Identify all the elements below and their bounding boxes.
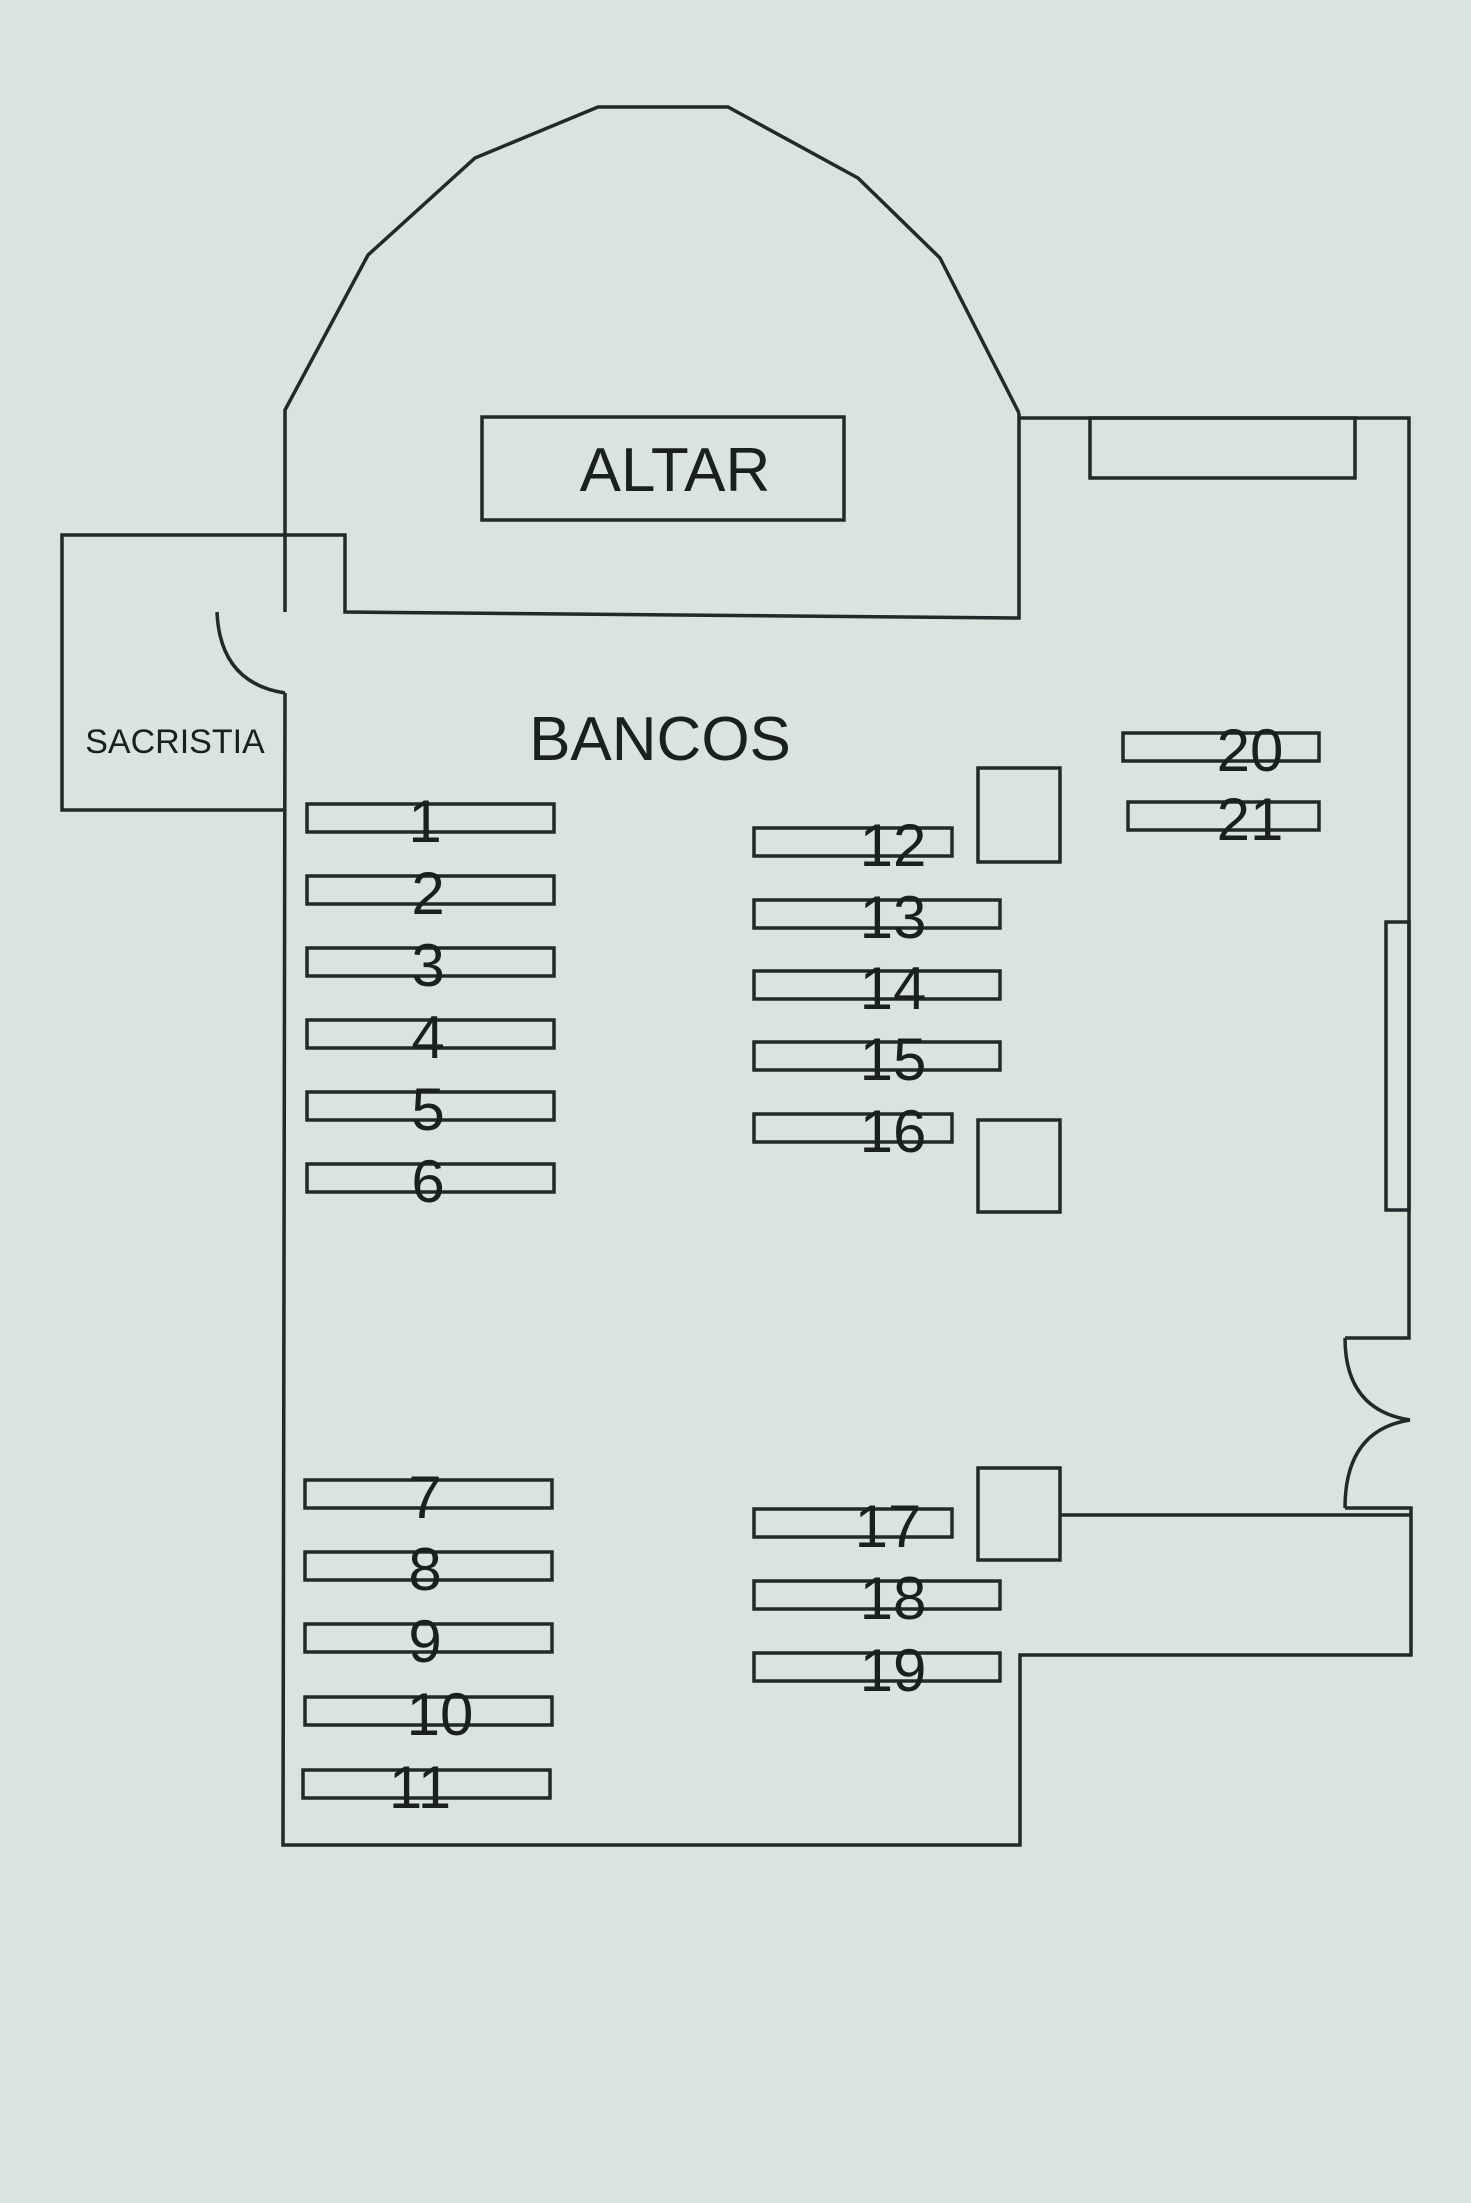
pew-11 — [301, 1768, 552, 1800]
pew-number-7: 7 — [408, 1464, 441, 1531]
pew-number-11: 11 — [389, 1754, 451, 1821]
pew-number-12: 12 — [860, 812, 927, 879]
pew-13 — [752, 898, 1002, 930]
east-window — [1384, 920, 1411, 1212]
pew-number-13: 13 — [860, 884, 927, 951]
east-door-arc-top — [1343, 1337, 1411, 1422]
sacristy-door-arc — [215, 611, 286, 695]
pew-number-2: 2 — [411, 860, 444, 927]
pew-21 — [1126, 800, 1321, 832]
pew-7 — [303, 1478, 554, 1510]
pew-number-6: 6 — [411, 1148, 444, 1215]
column-1 — [976, 766, 1062, 864]
pew-19 — [752, 1651, 1002, 1683]
pew-14 — [752, 969, 1002, 1001]
pew-1 — [305, 802, 556, 834]
pew-number-21: 21 — [1217, 786, 1284, 853]
pew-12 — [752, 826, 954, 858]
pew-number-14: 14 — [860, 955, 927, 1022]
pew-number-3: 3 — [411, 932, 444, 999]
pew-6 — [305, 1162, 556, 1194]
pew-3 — [305, 946, 556, 978]
pew-20 — [1121, 731, 1321, 763]
apse-lower-wall — [60, 413, 1021, 812]
pew-18 — [752, 1579, 1002, 1611]
pew-number-1: 1 — [408, 788, 441, 855]
nave-wall — [281, 692, 1413, 1847]
pew-8 — [303, 1550, 554, 1582]
east-door-arc-bottom — [1343, 1418, 1411, 1509]
pew-number-10: 10 — [407, 1681, 474, 1748]
apse-wall — [283, 105, 1021, 530]
pew-number-19: 19 — [860, 1637, 927, 1704]
pew-4 — [305, 1018, 556, 1050]
pew-number-9: 9 — [408, 1608, 441, 1675]
altar-label: ALTAR — [580, 436, 771, 505]
pew-15 — [752, 1040, 1002, 1072]
pew-17 — [752, 1507, 954, 1539]
sacristia-label: SACRISTIA — [85, 723, 265, 761]
pew-number-17: 17 — [855, 1493, 922, 1560]
pew-16 — [752, 1112, 954, 1144]
bancos-label: BANCOS — [529, 705, 791, 774]
pew-number-5: 5 — [411, 1076, 444, 1143]
pew-5 — [305, 1090, 556, 1122]
pew-number-18: 18 — [860, 1565, 927, 1632]
altar-box — [480, 415, 846, 522]
pew-number-16: 16 — [860, 1098, 927, 1165]
pew-9 — [303, 1622, 554, 1654]
pew-number-8: 8 — [408, 1536, 441, 1603]
pew-2 — [305, 874, 556, 906]
pew-number-4: 4 — [411, 1004, 444, 1071]
pew-10 — [303, 1695, 554, 1727]
side-altar-box — [1088, 416, 1357, 480]
column-2 — [976, 1118, 1062, 1214]
pew-number-20: 20 — [1217, 717, 1284, 784]
pew-number-15: 15 — [860, 1026, 927, 1093]
